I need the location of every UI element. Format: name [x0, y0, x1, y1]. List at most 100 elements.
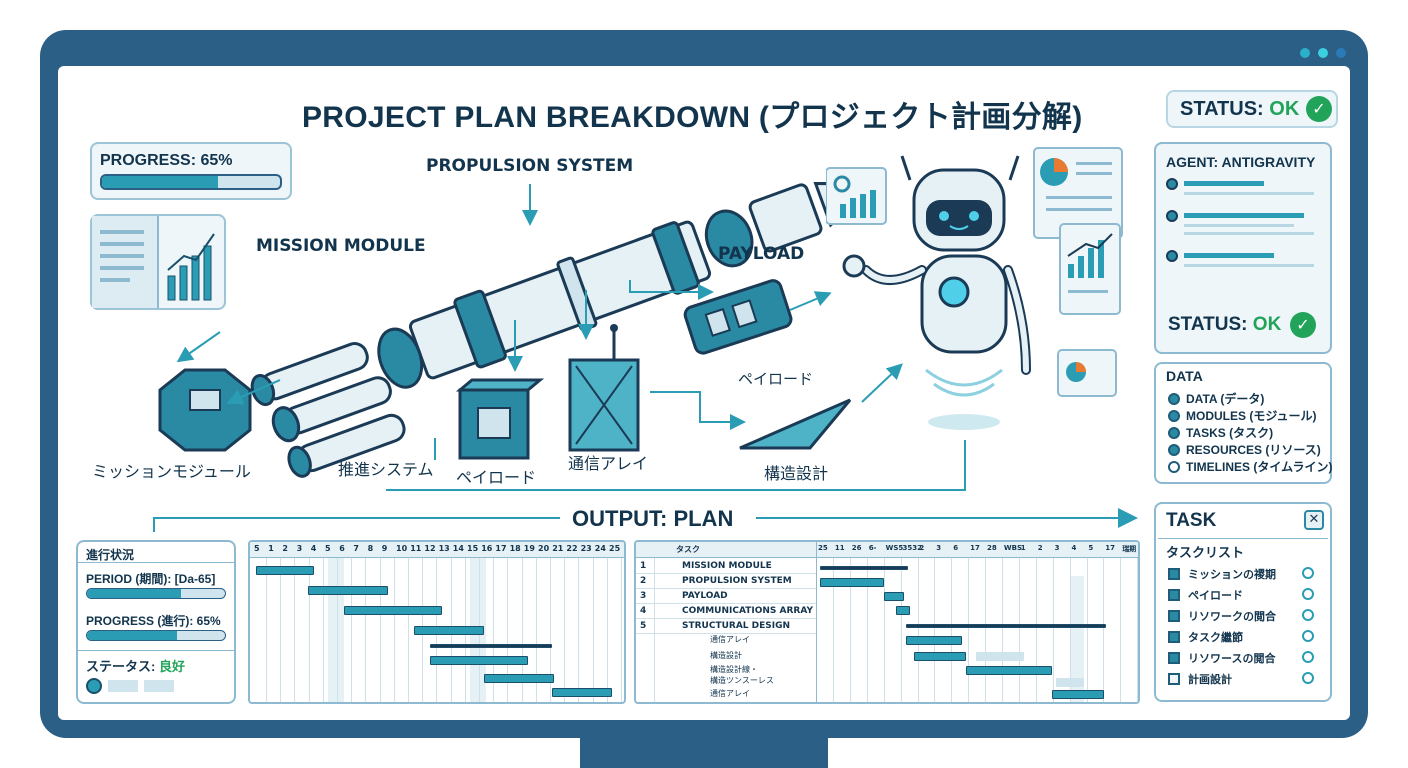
gantt-gridline — [985, 558, 987, 702]
checkbox-icon[interactable] — [1168, 673, 1180, 685]
gantt-gridline — [934, 558, 936, 702]
task-list-item[interactable]: タスク繼節 — [1168, 629, 1243, 645]
gantt-bar[interactable] — [966, 666, 1052, 675]
task-name: MISSION MODULE — [682, 561, 772, 571]
gantt-day-label: 18 — [509, 544, 521, 553]
task-name: COMMUNICATIONS ARRAY — [682, 606, 813, 616]
placeholder-chip — [144, 680, 174, 692]
status-circle-icon[interactable] — [1302, 630, 1314, 642]
data-item[interactable]: DATA (データ) — [1168, 390, 1264, 407]
gantt-bar[interactable] — [430, 656, 528, 665]
gantt-day-label: 5 — [254, 544, 260, 553]
gantt-gridline — [550, 558, 551, 702]
gantt-gridline — [968, 558, 970, 702]
status-circle-icon[interactable] — [1302, 651, 1314, 663]
gantt-bar[interactable] — [256, 566, 314, 575]
data-title: DATA — [1166, 368, 1203, 384]
placeholder-chip — [108, 680, 138, 692]
status-label: STATUS: — [1180, 98, 1264, 120]
gantt-bar[interactable] — [906, 636, 962, 645]
gantt-summary-bar[interactable] — [820, 566, 908, 570]
gantt-col-label: 3 — [1054, 544, 1060, 552]
gantt-bar[interactable] — [414, 626, 484, 635]
radio-icon[interactable] — [1168, 460, 1180, 473]
panel-progress-bar — [86, 630, 226, 641]
checkbox-icon[interactable] — [1168, 631, 1180, 643]
task-list-item[interactable]: リソワークの閲合 — [1168, 608, 1276, 624]
gantt-summary-bar[interactable] — [430, 644, 552, 648]
gantt-day-label: 19 — [523, 544, 535, 553]
task-item-label: ミッションの禝期 — [1188, 568, 1276, 581]
gantt-bar[interactable] — [896, 606, 910, 615]
agent-status-label: STATUS: — [1168, 314, 1248, 335]
gantt-bar[interactable] — [884, 592, 904, 601]
gantt-bar[interactable] — [1056, 678, 1084, 687]
checkbox-icon[interactable] — [1168, 568, 1180, 580]
task-list-item[interactable]: ミッションの禝期 — [1168, 566, 1276, 582]
gantt-bar[interactable] — [552, 688, 612, 697]
gantt-bar[interactable] — [344, 606, 442, 615]
data-item[interactable]: RESOURCES (リソース) — [1168, 441, 1321, 458]
status-circle-icon[interactable] — [1302, 672, 1314, 684]
gantt-subtask[interactable]: 通信アレイ — [710, 689, 750, 698]
gantt-bar[interactable] — [1052, 690, 1104, 699]
window-dot-icon[interactable] — [1318, 48, 1328, 58]
checkbox-icon[interactable] — [1168, 652, 1180, 664]
gantt-col-label: 3 — [936, 544, 942, 552]
gantt-bar[interactable] — [820, 578, 884, 587]
gantt-col-label: 6- — [868, 544, 877, 552]
gantt-subtask[interactable]: 通信アレイ — [710, 635, 750, 644]
gantt-bar[interactable] — [914, 652, 966, 661]
gantt-day-label: 13 — [438, 544, 450, 553]
gantt-left-header — [250, 542, 624, 558]
radio-icon[interactable] — [1168, 409, 1180, 422]
task-list-item[interactable]: ペイロード — [1168, 587, 1243, 603]
close-icon[interactable]: ✕ — [1304, 510, 1324, 530]
panel-status-label: ステータス: — [86, 659, 156, 674]
panel-status-value: 良好 — [158, 659, 185, 674]
checkbox-icon[interactable] — [1168, 610, 1180, 622]
status-circle-icon[interactable] — [1302, 588, 1314, 600]
gantt-subtask[interactable]: 構造設計 — [710, 651, 742, 660]
gantt-day-label: 6 — [339, 544, 345, 553]
task-number: 2 — [640, 576, 647, 586]
window-dot-icon[interactable] — [1336, 48, 1346, 58]
task-item-label: リソワークの閲合 — [1188, 610, 1276, 623]
radio-icon[interactable] — [1168, 392, 1180, 405]
task-list-item[interactable]: 計画設計 — [1168, 671, 1232, 687]
gantt-bar[interactable] — [484, 674, 554, 683]
data-panel — [1154, 362, 1332, 484]
window-dot-icon[interactable] — [1300, 48, 1310, 58]
gantt-bar[interactable] — [308, 586, 388, 595]
status-toggle-icon[interactable] — [86, 678, 102, 694]
period-bar — [86, 588, 226, 599]
mission-module-label: MISSION MODULE — [256, 236, 426, 256]
data-item[interactable]: TIMELINES (タイムライン) — [1168, 458, 1333, 475]
radio-icon[interactable] — [1168, 443, 1180, 456]
gantt-bar[interactable] — [976, 652, 1024, 661]
gantt-col-label: WBS — [1003, 544, 1022, 552]
data-item[interactable]: TASKS (タスク) — [1168, 424, 1273, 441]
gantt-day-label: 15 — [467, 544, 479, 553]
status-circle-icon[interactable] — [1302, 609, 1314, 621]
status-circle-icon[interactable] — [1302, 567, 1314, 579]
gantt-subtask[interactable]: 構造ツンスーレス — [710, 676, 774, 685]
gantt-col-label: 2 — [919, 544, 925, 552]
checkbox-icon[interactable] — [1168, 589, 1180, 601]
gantt-day-label: 20 — [538, 544, 550, 553]
task-list-item[interactable]: リソワースの閲合 — [1168, 650, 1275, 666]
gantt-gridline — [521, 558, 523, 702]
gantt-col-label: 11 — [834, 544, 845, 552]
gantt-summary-bar[interactable] — [906, 624, 1106, 628]
radio-icon[interactable] — [1168, 426, 1180, 439]
gantt-gridline — [1018, 558, 1020, 702]
gantt-gridline — [294, 558, 296, 702]
gantt-day-label: 7 — [353, 544, 359, 553]
data-item[interactable]: MODULES (モジュール) — [1168, 407, 1317, 424]
gantt-subtask[interactable]: 構造設計線・ — [710, 665, 758, 674]
